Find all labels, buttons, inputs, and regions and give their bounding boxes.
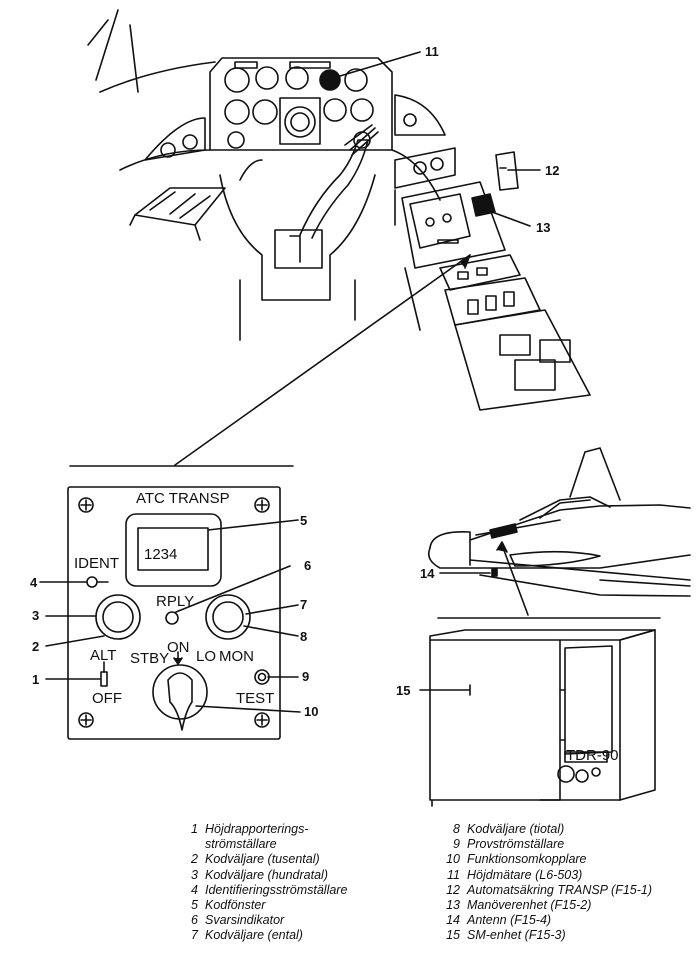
alt-reporting-switch[interactable] xyxy=(100,671,108,687)
control-unit-location xyxy=(401,181,506,269)
callout-11: 11 xyxy=(425,44,439,59)
ident-label: IDENT xyxy=(74,555,119,572)
callout-10: 10 xyxy=(304,704,318,719)
aircraft-nose-sketch xyxy=(427,447,691,597)
unit-plate: TDR-90 xyxy=(566,747,619,764)
callout-3: 3 xyxy=(32,608,39,623)
screw-icon xyxy=(78,712,94,728)
altimeter-icon xyxy=(319,69,341,91)
reply-indicator xyxy=(165,611,179,625)
callout-6: 6 xyxy=(304,558,311,573)
callout-4: 4 xyxy=(30,575,38,590)
test-switch[interactable] xyxy=(254,669,270,685)
callout-9: 9 xyxy=(302,669,309,684)
lo-label: LO xyxy=(196,648,216,665)
rply-label: RPLY xyxy=(156,593,194,610)
callout-2: 2 xyxy=(32,639,39,654)
test-label: TEST xyxy=(236,690,274,707)
control-stick xyxy=(299,139,369,239)
ident-switch[interactable] xyxy=(86,576,98,588)
mon-label: MON xyxy=(219,648,254,665)
sm-unit-location-icon xyxy=(489,523,518,539)
panel-title: ATC TRANSP xyxy=(136,490,230,507)
code-selector-ones[interactable] xyxy=(205,594,251,640)
callout-5: 5 xyxy=(300,513,307,528)
screw-icon xyxy=(78,497,94,513)
on-label: ON xyxy=(167,639,190,656)
callout-15: 15 xyxy=(396,683,410,698)
callout-1: 1 xyxy=(32,672,39,687)
screw-icon xyxy=(254,497,270,513)
alt-label: ALT xyxy=(90,647,116,664)
transponder-location-icon xyxy=(471,193,496,217)
code-display-value: 1234 xyxy=(144,546,177,563)
screw-icon xyxy=(254,712,270,728)
fuse-panel xyxy=(495,151,519,191)
stby-label: STBY xyxy=(130,650,169,667)
code-selector-thousands[interactable] xyxy=(95,594,141,640)
callout-14: 14 xyxy=(420,566,435,581)
off-label: OFF xyxy=(92,690,122,707)
callout-7: 7 xyxy=(300,597,307,612)
legend-item: strömställare xyxy=(205,837,277,852)
callout-8: 8 xyxy=(300,629,307,644)
callout-13: 13 xyxy=(536,220,550,235)
callout-12: 12 xyxy=(545,163,559,178)
cockpit-sketch xyxy=(87,9,591,411)
atc-transponder-panel xyxy=(67,486,281,740)
code-window xyxy=(125,513,222,587)
sm-unit-box xyxy=(429,629,656,807)
antenna-icon xyxy=(491,568,498,577)
